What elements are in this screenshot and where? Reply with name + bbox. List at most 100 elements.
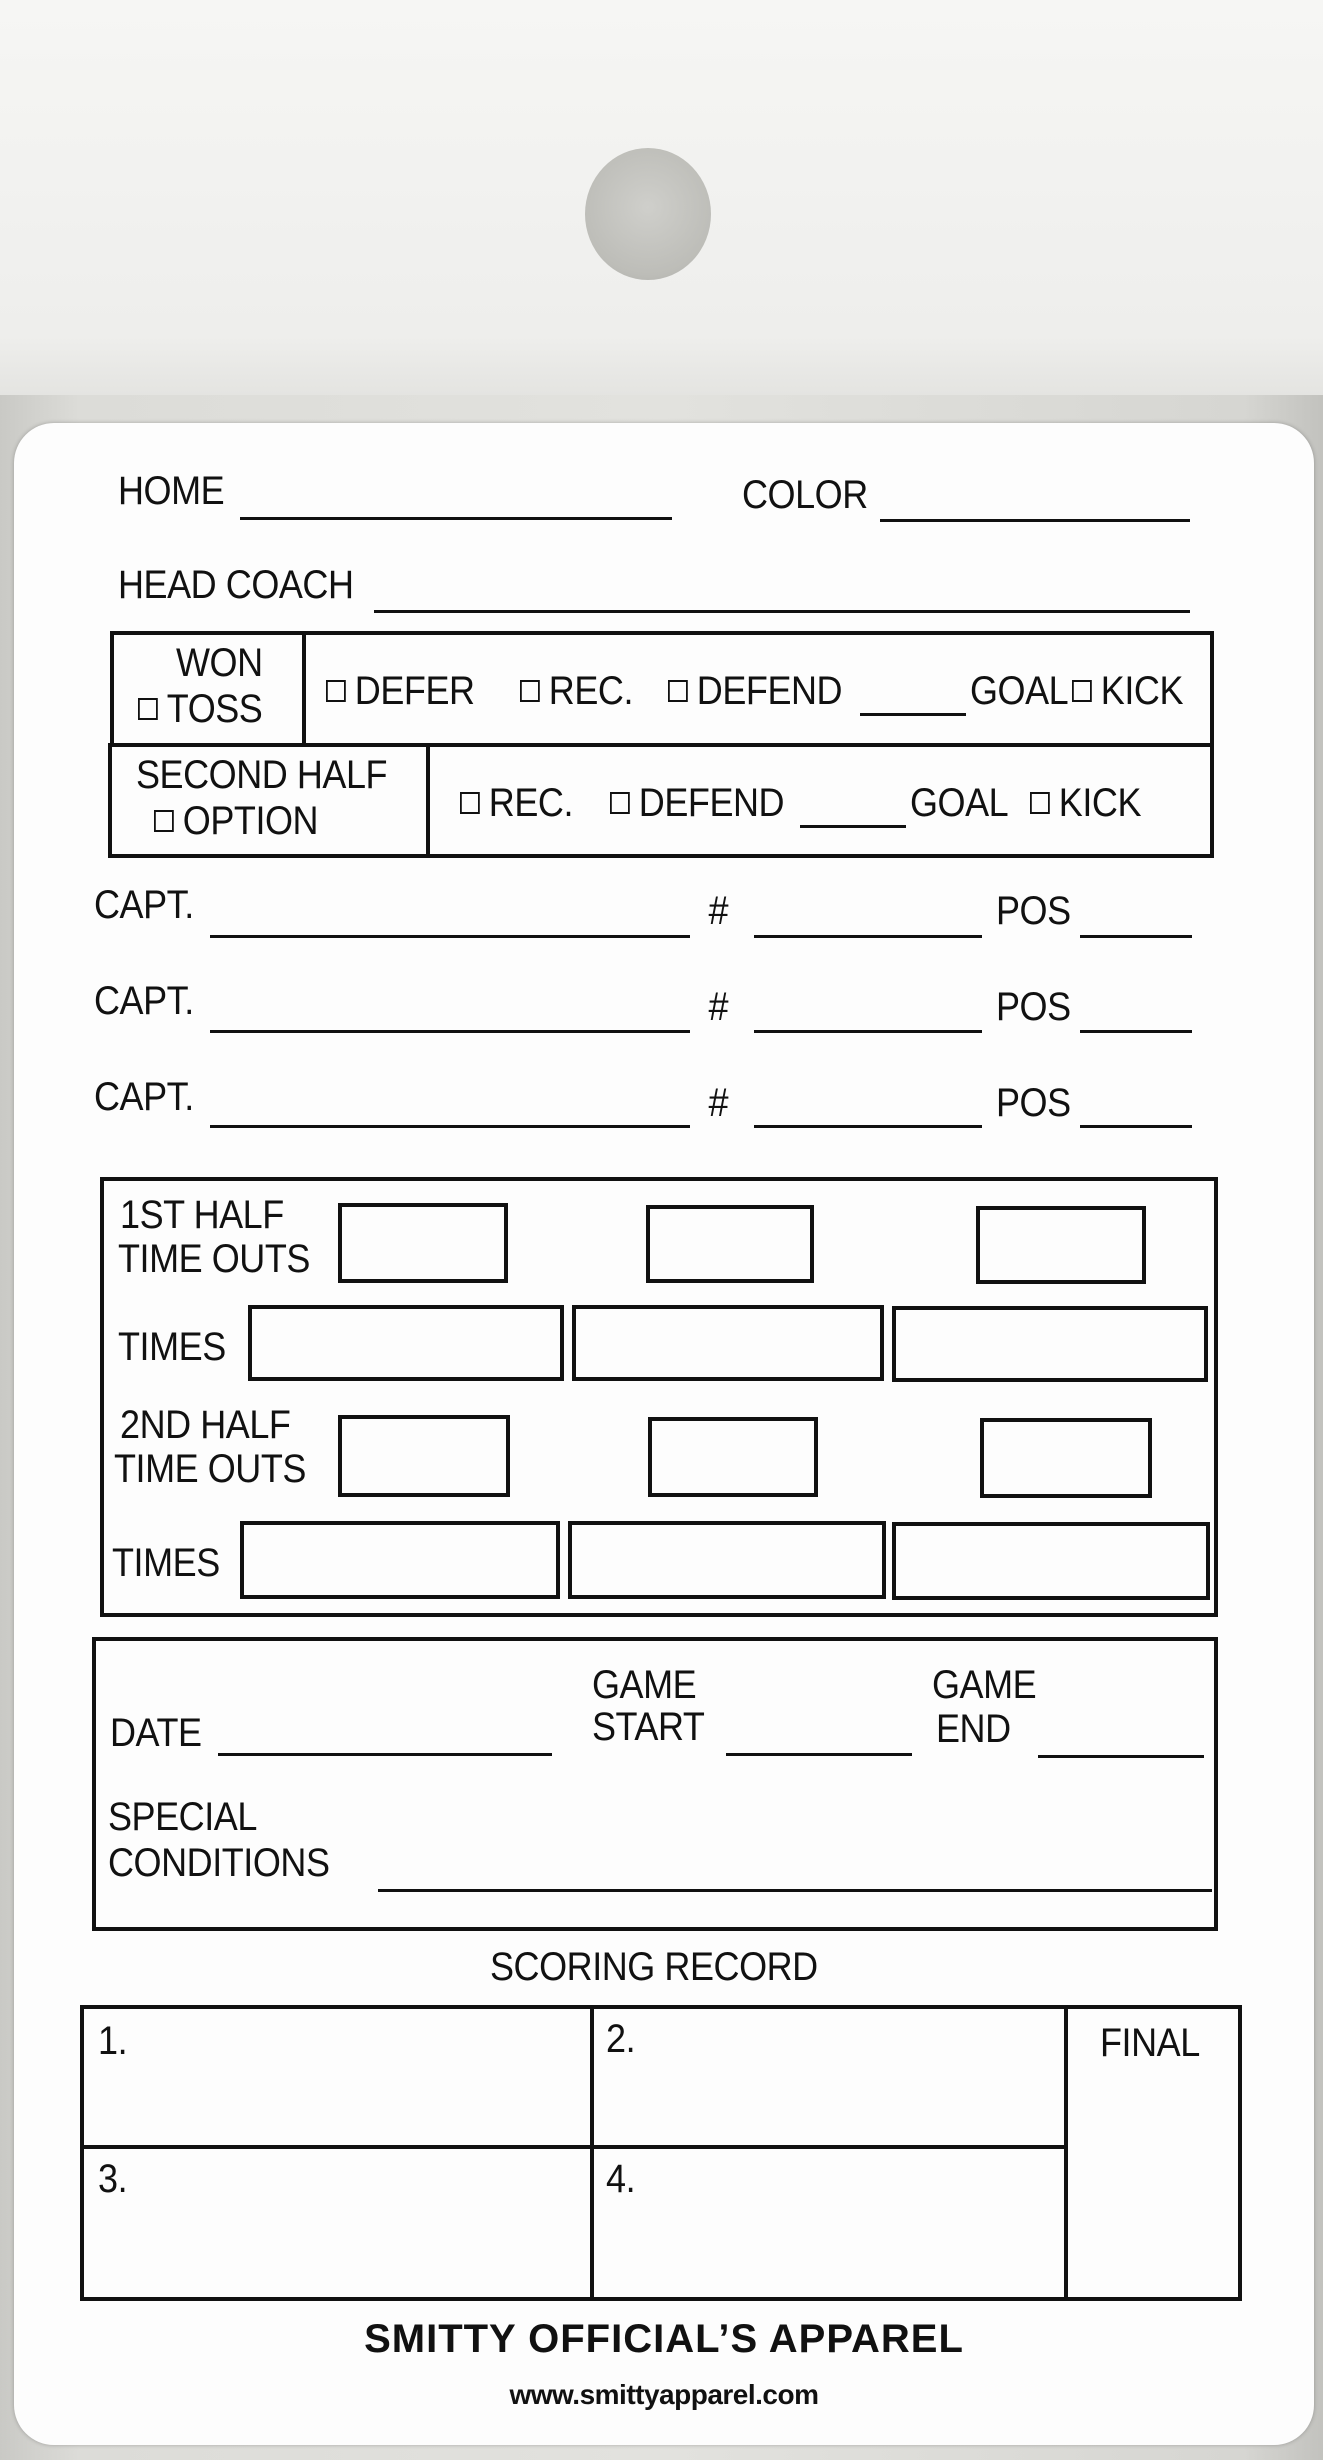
home-label: HOME xyxy=(118,469,225,513)
second-half-times-label: TIMES xyxy=(112,1541,220,1585)
second-half-to-label: 2ND HALF xyxy=(120,1403,291,1447)
date-label: DATE xyxy=(110,1711,202,1755)
captain-number-line-2[interactable] xyxy=(754,1030,982,1033)
captain-pos-line-1[interactable] xyxy=(1080,935,1192,938)
color-line[interactable] xyxy=(880,519,1190,522)
captain-number-label-2: # xyxy=(708,985,728,1029)
second-half-row xyxy=(108,743,1214,858)
defend-option[interactable]: DEFEND xyxy=(668,669,843,713)
defer-option[interactable]: DEFER xyxy=(326,669,475,713)
captain-name-line-3[interactable] xyxy=(210,1125,690,1128)
second-half-timeout-box-3[interactable] xyxy=(980,1418,1152,1498)
game-end-line[interactable] xyxy=(1038,1755,1204,1758)
sh-kick-checkbox[interactable] xyxy=(1030,792,1050,814)
kick-option[interactable]: KICK xyxy=(1072,669,1183,713)
option-checkbox[interactable] xyxy=(154,810,174,832)
captain-number-line-1[interactable] xyxy=(754,935,982,938)
second-half-timeout-box-1[interactable] xyxy=(338,1415,510,1497)
sh-kick-label: KICK xyxy=(1058,781,1142,825)
captain-pos-line-3[interactable] xyxy=(1080,1125,1192,1128)
first-half-timeouts-label: TIME OUTS xyxy=(118,1237,310,1281)
toss-checkbox[interactable] xyxy=(138,698,158,720)
captain-pos-label-1: POS xyxy=(996,889,1071,933)
scoring-divider-final xyxy=(1064,2005,1068,2301)
color-label: COLOR xyxy=(742,473,868,517)
option-option[interactable]: OPTION xyxy=(154,799,319,843)
timeouts-section xyxy=(100,1177,1218,1617)
quarter-4-cell[interactable] xyxy=(594,2149,1064,2297)
game-start-line[interactable] xyxy=(726,1753,912,1756)
rec-option[interactable]: REC. xyxy=(520,669,633,713)
first-half-timeout-box-2[interactable] xyxy=(646,1205,814,1283)
first-half-times-box-3[interactable] xyxy=(892,1306,1208,1382)
second-half-label: SECOND HALF xyxy=(136,753,388,797)
quarter-1-cell[interactable] xyxy=(84,2009,590,2145)
second-half-times-box-2[interactable] xyxy=(568,1521,886,1599)
game-end-label-1: GAME xyxy=(932,1663,1037,1707)
sh-goal-label: GOAL xyxy=(910,781,1009,825)
final-label: FINAL xyxy=(1100,2021,1200,2065)
first-half-times-box-2[interactable] xyxy=(572,1305,884,1381)
quarter-3-cell[interactable] xyxy=(84,2149,590,2297)
hang-hole xyxy=(585,148,711,280)
second-half-timeout-box-2[interactable] xyxy=(648,1417,818,1497)
sh-defend-label: DEFEND xyxy=(638,781,785,825)
second-half-times-box-1[interactable] xyxy=(240,1521,560,1599)
sh-kick-option[interactable]: KICK xyxy=(1030,781,1141,825)
special-label-1: SPECIAL xyxy=(108,1795,257,1839)
captain-number-line-3[interactable] xyxy=(754,1125,982,1128)
goal-label: GOAL xyxy=(970,669,1069,713)
captain-name-line-2[interactable] xyxy=(210,1030,690,1033)
option-label: OPTION xyxy=(182,799,319,843)
kick-label: KICK xyxy=(1100,669,1184,713)
first-half-timeout-box-3[interactable] xyxy=(976,1206,1146,1284)
brand-url: www.smittyapparel.com xyxy=(509,2379,820,2410)
game-info-section xyxy=(92,1637,1218,1931)
sh-rec-checkbox[interactable] xyxy=(460,792,480,814)
scoring-divider-mid xyxy=(590,2005,594,2301)
toss-option[interactable]: TOSS xyxy=(138,687,263,731)
game-start-label-1: GAME xyxy=(592,1663,697,1707)
won-label: WON xyxy=(176,641,263,685)
defend-goal-line[interactable] xyxy=(860,713,966,716)
rec-checkbox[interactable] xyxy=(520,680,540,702)
date-line[interactable] xyxy=(218,1753,552,1756)
final-cell[interactable] xyxy=(1068,2073,1238,2297)
defer-label: DEFER xyxy=(354,669,475,713)
rec-label: REC. xyxy=(548,669,634,713)
toss-label: TOSS xyxy=(166,687,263,731)
captain-pos-line-2[interactable] xyxy=(1080,1030,1192,1033)
first-half-times-box-1[interactable] xyxy=(248,1305,564,1381)
scoring-divider-row xyxy=(80,2145,1066,2149)
captain-name-line-1[interactable] xyxy=(210,935,690,938)
second-half-divider xyxy=(426,743,430,858)
sh-rec-option[interactable]: REC. xyxy=(460,781,573,825)
scoring-table xyxy=(80,2005,1242,2301)
sh-defend-checkbox[interactable] xyxy=(610,792,630,814)
brand-name: SMITTY OFFICIAL’S APPAREL xyxy=(364,2317,964,2361)
captain-label-2: CAPT. xyxy=(94,979,194,1023)
sh-rec-label: REC. xyxy=(488,781,574,825)
quarter-3-label: 3. xyxy=(98,2157,128,2201)
home-line[interactable] xyxy=(240,517,672,520)
defer-checkbox[interactable] xyxy=(326,680,346,702)
quarter-1-label: 1. xyxy=(98,2019,128,2063)
head-coach-line[interactable] xyxy=(374,610,1190,613)
second-half-timeouts-label: TIME OUTS xyxy=(114,1447,306,1491)
first-half-times-label: TIMES xyxy=(118,1325,226,1369)
special-conditions-line[interactable] xyxy=(378,1889,1212,1892)
head-coach-label: HEAD COACH xyxy=(118,563,354,607)
sh-defend-goal-line[interactable] xyxy=(800,825,906,828)
quarter-4-label: 4. xyxy=(606,2157,636,2201)
second-half-times-box-3[interactable] xyxy=(892,1522,1210,1600)
kick-checkbox[interactable] xyxy=(1072,680,1092,702)
game-start-label-2: START xyxy=(592,1705,705,1749)
quarter-2-cell[interactable] xyxy=(594,2009,1064,2145)
quarter-2-label: 2. xyxy=(606,2017,636,2061)
sh-defend-option[interactable]: DEFEND xyxy=(610,781,785,825)
coin-toss-card: HOME COLOR HEAD COACH WON TOSS DEFER REC… xyxy=(14,423,1314,2445)
first-half-timeout-box-1[interactable] xyxy=(338,1203,508,1283)
captain-label-1: CAPT. xyxy=(94,883,194,927)
game-end-label-2: END xyxy=(936,1707,1011,1751)
defend-checkbox[interactable] xyxy=(668,680,688,702)
